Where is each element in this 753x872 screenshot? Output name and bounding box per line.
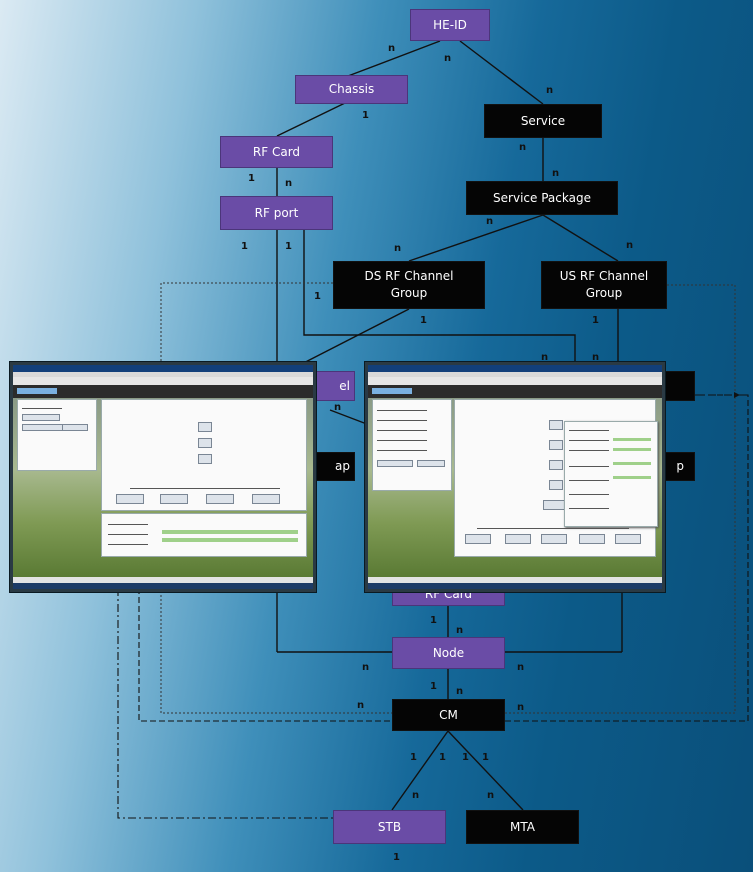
rf-port-label: RF port xyxy=(254,205,299,220)
screenshot-thumbnail-right xyxy=(365,362,665,592)
cardinality-label: n xyxy=(285,178,293,189)
status-bar xyxy=(368,577,662,583)
cardinality-label: n xyxy=(519,142,527,153)
cardinality-label: n xyxy=(388,43,396,54)
cardinality-label: 1 xyxy=(462,752,469,763)
chassis-node: Chassis xyxy=(295,75,408,104)
window-title-bar xyxy=(368,365,662,372)
rf-card-node: RF Card xyxy=(220,136,333,168)
cardinality-label: 1 xyxy=(314,291,321,302)
service-label: Service xyxy=(520,113,566,128)
rf-card-label: RF Card xyxy=(252,144,301,159)
left-panel xyxy=(17,399,97,471)
cardinality-label: n xyxy=(626,240,634,251)
cardinality-label: n xyxy=(394,243,402,254)
screenshot-thumbnail-left xyxy=(10,362,316,592)
cm-node: CM xyxy=(392,699,505,731)
ds-rf-channel-group-label: DS RF Channel Group xyxy=(364,269,454,300)
cardinality-label: 1 xyxy=(285,241,292,252)
hidden-ap-left-label: ap xyxy=(335,459,350,473)
left-panel xyxy=(372,399,452,491)
cardinality-label: n xyxy=(517,702,525,713)
cardinality-label: 1 xyxy=(241,241,248,252)
he-id-node: HE-ID xyxy=(410,9,490,41)
cardinality-label: n xyxy=(362,662,370,673)
cardinality-label: n xyxy=(487,790,495,801)
window-title-bar xyxy=(13,365,313,372)
menu-bar xyxy=(368,372,662,377)
hidden-el-label: el xyxy=(339,378,350,393)
node-label: Node xyxy=(432,645,465,660)
cm-label: CM xyxy=(439,707,458,722)
app-logo xyxy=(372,388,412,394)
cardinality-label: 1 xyxy=(410,752,417,763)
app-header xyxy=(368,385,662,398)
cardinality-label: n xyxy=(552,168,560,179)
app-header xyxy=(13,385,313,398)
cardinality-label: n xyxy=(541,352,549,363)
service-package-label: Service Package xyxy=(493,190,591,205)
service-package-node: Service Package xyxy=(466,181,618,215)
status-bar xyxy=(13,577,313,583)
cardinality-label: n xyxy=(546,85,554,96)
node-node: Node xyxy=(392,637,505,669)
ds-rf-channel-group-node: DS RF Channel Group xyxy=(333,261,485,309)
mta-label: MTA xyxy=(510,819,535,834)
taskbar xyxy=(368,583,662,589)
cardinality-label: n xyxy=(334,402,342,413)
hidden-ap-right-label: p xyxy=(676,459,684,473)
cardinality-label: n xyxy=(444,53,452,64)
cardinality-label: 1 xyxy=(430,615,437,626)
cardinality-label: 1 xyxy=(420,315,427,326)
taskbar xyxy=(13,583,313,589)
service-node: Service xyxy=(484,104,602,138)
us-rf-channel-group-node: US RF Channel Group xyxy=(541,261,667,309)
cardinality-label: n xyxy=(592,352,600,363)
cardinality-label: 1 xyxy=(439,752,446,763)
mta-node: MTA xyxy=(466,810,579,844)
cardinality-label: n xyxy=(486,216,494,227)
chassis-label: Chassis xyxy=(328,82,375,96)
cardinality-label: n xyxy=(456,625,464,636)
cardinality-label: 1 xyxy=(362,110,369,121)
app-logo xyxy=(17,388,57,394)
cardinality-label: 1 xyxy=(592,315,599,326)
cardinality-label: n xyxy=(456,686,464,697)
bottom-table-panel xyxy=(101,513,307,557)
us-rf-channel-group-label: US RF Channel Group xyxy=(559,269,649,300)
cardinality-label: 1 xyxy=(430,681,437,692)
tree-panel xyxy=(101,399,307,511)
cardinality-label: 1 xyxy=(248,173,255,184)
stb-label: STB xyxy=(377,819,402,834)
cardinality-label: 1 xyxy=(393,852,400,863)
details-popup xyxy=(564,421,658,527)
rf-port-node: RF port xyxy=(220,196,333,230)
cardinality-label: n xyxy=(357,700,365,711)
cardinality-label: n xyxy=(517,662,525,673)
menu-bar xyxy=(13,372,313,377)
stb-node: STB xyxy=(333,810,446,844)
cardinality-label: 1 xyxy=(482,752,489,763)
cardinality-label: n xyxy=(412,790,420,801)
he-id-label: HE-ID xyxy=(433,17,467,32)
